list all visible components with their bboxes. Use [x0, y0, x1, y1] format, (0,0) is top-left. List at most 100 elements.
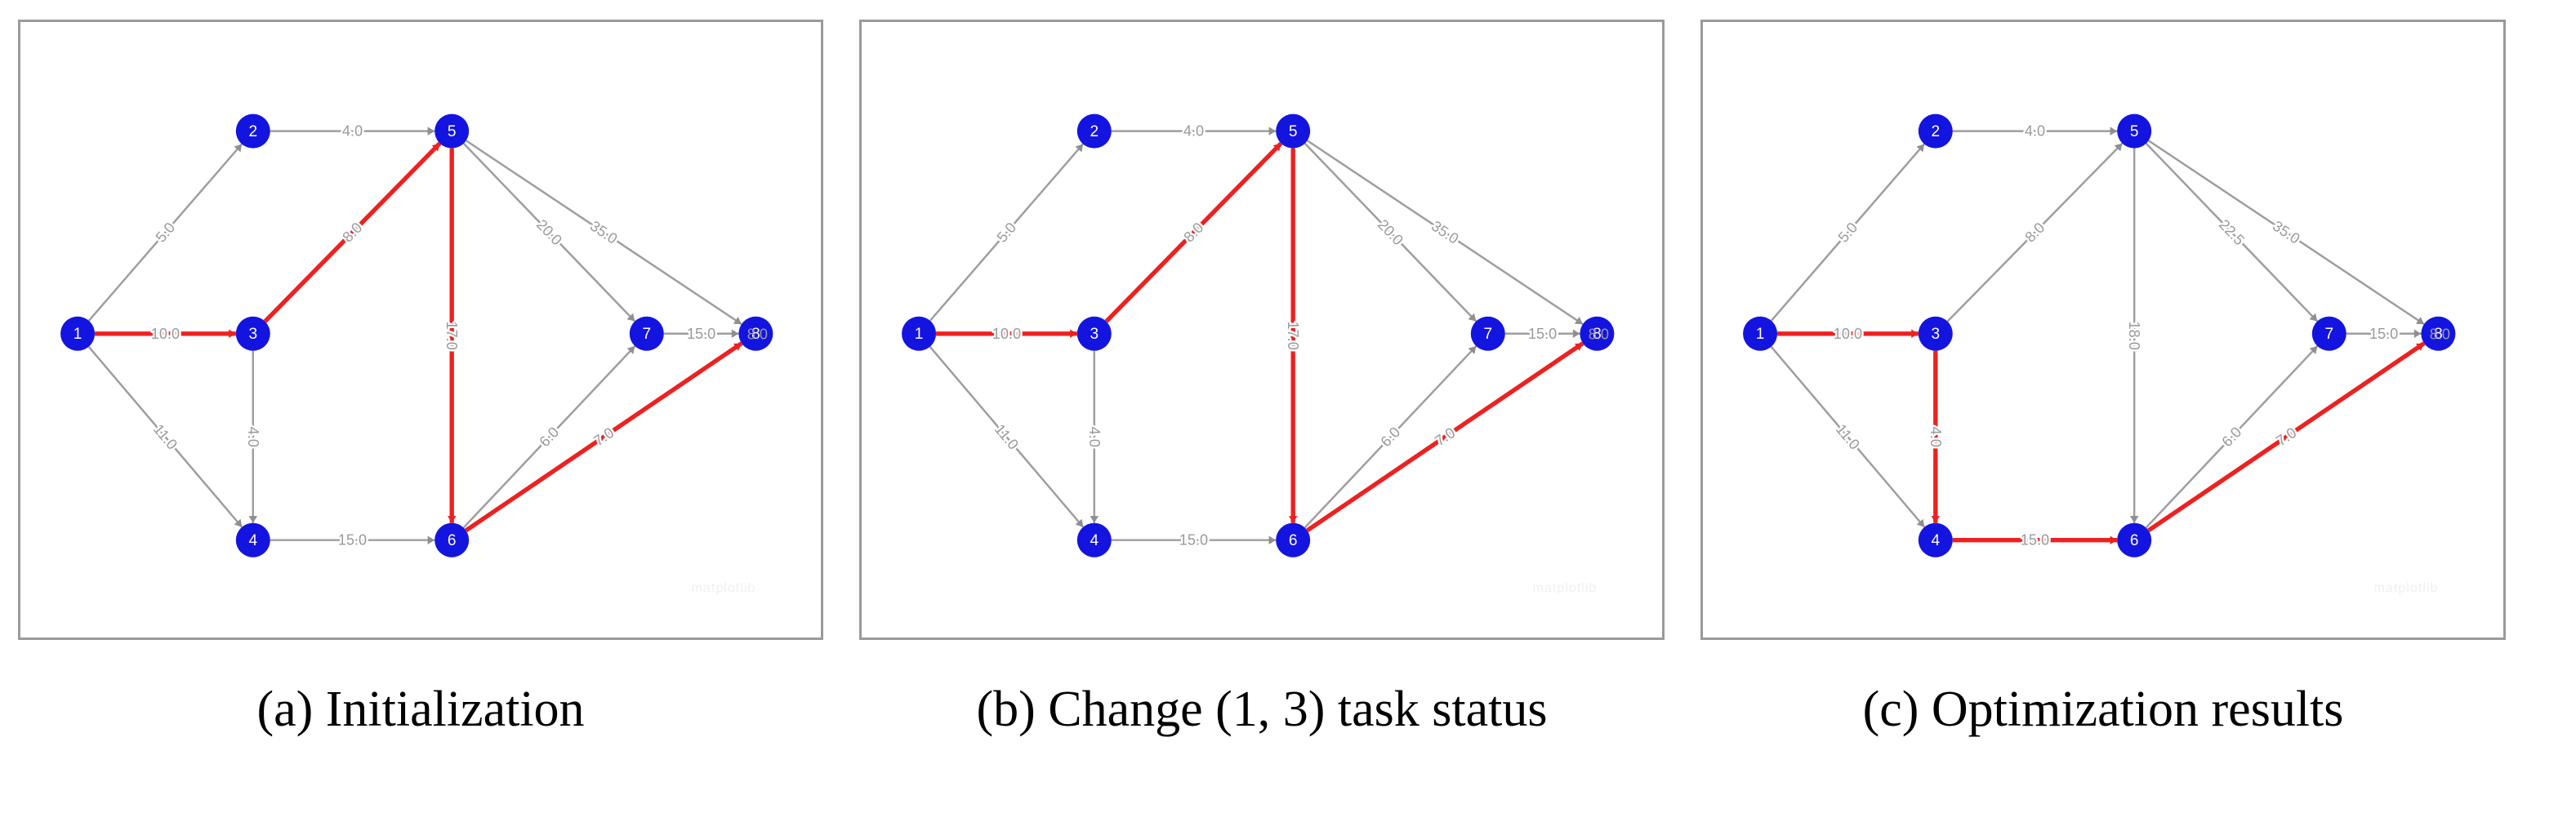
node-circle-8[interactable]	[738, 316, 773, 351]
edge-6-8	[2147, 341, 2426, 533]
graph-node-3[interactable]: 3	[1076, 316, 1112, 351]
graph-node-4[interactable]: 4	[1918, 522, 1953, 558]
node-label-8: 8	[751, 326, 760, 343]
edge-weight-halo-4-6: 15.0	[1179, 532, 1208, 549]
node-circle-3[interactable]	[1918, 316, 1953, 351]
node-circle-4[interactable]	[1076, 522, 1112, 558]
edge-weight-3-4: 4.0	[1928, 427, 1944, 447]
node-circle-1[interactable]	[1743, 316, 1778, 351]
node-circle-1[interactable]	[902, 316, 937, 351]
node-circle-5[interactable]	[435, 113, 470, 149]
graph-node-6[interactable]: 6	[2117, 522, 2152, 558]
node-circle-2[interactable]	[235, 113, 270, 149]
edge-weight-5-8: 35.0	[1428, 218, 1461, 247]
edge-weight-1-3: 10.0	[151, 326, 180, 342]
graph-node-7[interactable]: 7	[2311, 316, 2346, 351]
node-label-3: 3	[248, 326, 257, 343]
graph-node-7[interactable]: 7	[1470, 316, 1505, 351]
graph-node-6[interactable]: 6	[1276, 522, 1311, 558]
node-circle-4[interactable]	[235, 522, 270, 558]
graph-node-4[interactable]: 4	[235, 522, 270, 558]
node-circle-7[interactable]	[2311, 316, 2346, 351]
edge-weight-halo-7-8: 15.0	[687, 326, 715, 342]
node-circle-7[interactable]	[629, 316, 664, 351]
edge-weight-5-8: 35.0	[587, 218, 620, 247]
edge-arrow-6-7	[626, 346, 635, 354]
edge-weight-halo-1-3: 10.0	[1834, 326, 1862, 342]
graph-node-8[interactable]: 8	[738, 316, 773, 351]
graph-node-3[interactable]: 3	[1918, 316, 1953, 351]
edge-weight-1-3: 10.0	[992, 326, 1021, 342]
edge-arrow-6-8	[1574, 343, 1584, 351]
graph-node-8[interactable]: 8	[1580, 316, 1615, 351]
edge-arrow-5-8	[733, 316, 742, 325]
graph-node-5[interactable]: 5	[435, 113, 470, 149]
graph-node-7[interactable]: 7	[629, 316, 664, 351]
edge-3-5	[1946, 142, 2124, 322]
graph-node-3[interactable]: 3	[235, 316, 270, 351]
edge-1-4	[87, 345, 243, 528]
node-circle-5[interactable]	[2117, 113, 2152, 149]
edge-arrow-2-5	[1268, 127, 1277, 136]
edge-weight-2-5: 4.0	[2025, 123, 2045, 140]
edge-arrow-3-4	[248, 516, 258, 523]
edge-weight-halo-2-5: 4.0	[1183, 123, 1204, 140]
graph-node-5[interactable]: 5	[1276, 113, 1311, 149]
edge-weight-2-5: 4.0	[342, 123, 363, 140]
node-label-6: 6	[448, 532, 457, 549]
node-label-4: 4	[1090, 532, 1099, 549]
edge-arrow-1-3	[1070, 329, 1077, 339]
node-label-8: 8	[2434, 326, 2443, 343]
edge-arrow-1-2	[1075, 144, 1084, 153]
graph-node-4[interactable]: 4	[1076, 522, 1112, 558]
edge-weight-5-6: 18.0	[2126, 322, 2142, 350]
graph-node-1[interactable]: 1	[1743, 316, 1778, 351]
edge-weight-halo-2-5: 4.0	[342, 123, 363, 140]
edge-arrow-5-6	[447, 516, 457, 523]
graph-node-8[interactable]: 8	[2421, 316, 2456, 351]
edge-arrow-3-5	[2114, 143, 2123, 152]
node-label-6: 6	[2130, 532, 2139, 549]
graph-node-2[interactable]: 2	[1076, 113, 1112, 149]
graph-node-5[interactable]: 5	[2117, 113, 2152, 149]
edge-weight-3-4: 4.0	[1086, 427, 1103, 447]
edge-weight-halo-5-6: 17.0	[1285, 322, 1301, 350]
matplotlib-watermark: matplotlib	[691, 581, 755, 596]
node-circle-8[interactable]	[1580, 316, 1615, 351]
edge-6-7	[2145, 345, 2319, 529]
edge-arrow-5-8	[1574, 316, 1583, 325]
caption-b: (b) Change (1, 3) task status	[976, 682, 1548, 737]
graph-node-2[interactable]: 2	[235, 113, 270, 149]
node-extra-label-8: 8.0	[2430, 327, 2450, 343]
graph-node-2[interactable]: 2	[1918, 113, 1953, 149]
node-circle-1[interactable]	[60, 316, 96, 351]
edge-arrow-5-6	[2129, 516, 2139, 523]
graph-node-1[interactable]: 1	[902, 316, 937, 351]
node-circle-5[interactable]	[1276, 113, 1311, 149]
edge-arrow-5-7	[626, 313, 635, 322]
graph-node-6[interactable]: 6	[435, 522, 470, 558]
edge-1-4	[1770, 345, 1926, 528]
node-circle-2[interactable]	[1076, 113, 1112, 149]
edge-5-8	[1306, 140, 1584, 326]
node-circle-6[interactable]	[1276, 522, 1311, 558]
edge-weight-5-6: 17.0	[1285, 322, 1301, 350]
node-circle-2[interactable]	[1918, 113, 1953, 149]
edge-weight-4-6: 15.0	[1179, 532, 1208, 549]
node-circle-3[interactable]	[1076, 316, 1112, 351]
edge-weight-3-4: 4.0	[245, 427, 261, 447]
edge-arrow-5-7	[1468, 313, 1477, 322]
node-circle-7[interactable]	[1470, 316, 1505, 351]
node-circle-8[interactable]	[2421, 316, 2456, 351]
node-circle-6[interactable]	[2117, 522, 2152, 558]
edge-3-5	[263, 141, 442, 323]
node-circle-3[interactable]	[235, 316, 270, 351]
caption-a: (a) Initialization	[256, 682, 585, 737]
graph-node-1[interactable]: 1	[60, 316, 96, 351]
node-circle-4[interactable]	[1918, 522, 1953, 558]
node-circle-6[interactable]	[435, 522, 470, 558]
